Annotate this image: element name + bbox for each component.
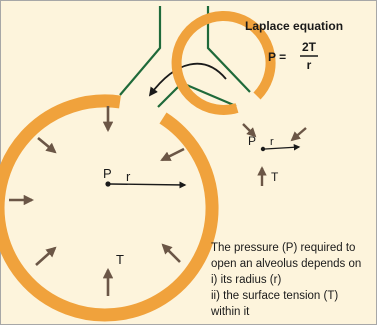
caption-line: within it — [210, 306, 250, 318]
large-radius-label: r — [126, 169, 131, 184]
caption-line: The pressure (P) required to — [211, 242, 355, 254]
large-pressure-label: P — [103, 166, 112, 181]
small-center-dot — [261, 147, 265, 151]
large-radius-arrow — [110, 184, 185, 185]
caption-line: i) its radius (r) — [211, 274, 281, 286]
small-tension-label: T — [271, 170, 279, 184]
small-radius-label: r — [270, 136, 274, 148]
small-pressure-label: P — [248, 134, 256, 148]
large-center-dot — [105, 181, 110, 186]
equation-denominator: r — [307, 58, 312, 72]
caption-line: ii) the surface tension (T) — [211, 290, 338, 302]
equation-lhs: P = — [268, 50, 286, 64]
caption-line: open an alveolus depends on — [211, 258, 361, 270]
large-tension-label: T — [116, 252, 124, 267]
equation-numerator: 2T — [302, 40, 317, 54]
equation-title: Laplace equation — [245, 19, 343, 33]
